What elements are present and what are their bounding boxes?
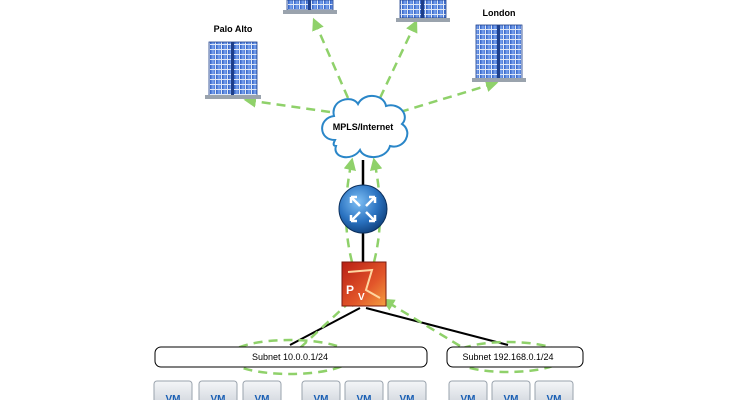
site-palo-alto: Palo Alto (205, 24, 261, 99)
cloud-mpls-internet: MPLS/Internet (321, 95, 409, 159)
vm-icon: VM (491, 380, 531, 400)
flow-to-palo-alto (243, 95, 331, 114)
vm-icon: VM (301, 380, 341, 400)
vm-label: VM (255, 394, 270, 400)
site-label-london: London (483, 8, 516, 18)
vm-label: VM (461, 394, 476, 400)
vm-label: VM (504, 394, 519, 400)
subnet-1-label: Subnet 10.0.0.1/24 (252, 352, 328, 362)
vm-icon: VM (534, 380, 574, 400)
subnet-2: Subnet 192.168.0.1/24 (446, 346, 584, 368)
vm-label: VM (400, 394, 415, 400)
vm-icon: VM (153, 380, 193, 400)
building-icon (283, 0, 337, 14)
link-firewall-subnet-2 (365, 307, 509, 346)
subnet-1: Subnet 10.0.0.1/24 (154, 346, 428, 368)
router-icon (338, 184, 388, 234)
vm-icon: VM (242, 380, 282, 400)
router (338, 184, 388, 234)
link-firewall-subnet-1 (289, 307, 361, 346)
flow-to-london (399, 79, 499, 114)
site-3 (396, 0, 450, 22)
vm-label: VM (547, 394, 562, 400)
vm-icon: VM (448, 380, 488, 400)
cloud-label: MPLS/Internet (333, 122, 394, 132)
vm-icon: VM (387, 380, 427, 400)
building-icon (396, 0, 450, 22)
vm-label: VM (211, 394, 226, 400)
building-icon (472, 24, 526, 82)
subnet-2-label: Subnet 192.168.0.1/24 (462, 352, 553, 362)
vm-label: VM (357, 394, 372, 400)
site-2 (283, 0, 337, 14)
firewall: P V (341, 261, 387, 307)
svg-text:P: P (346, 283, 354, 297)
vm-label: VM (166, 394, 181, 400)
vm-icon: VM (344, 380, 384, 400)
site-label-palo-alto: Palo Alto (214, 24, 253, 34)
vm-row: VM VM VM VM VM VM VM VM VM (153, 380, 574, 400)
physical-links (289, 160, 509, 346)
vm-label: VM (314, 394, 329, 400)
firewall-icon: P V (341, 261, 387, 307)
flow-to-site-2 (312, 17, 350, 99)
flow-to-site-3 (378, 19, 418, 99)
vm-icon: VM (198, 380, 238, 400)
svg-text:V: V (358, 292, 365, 303)
building-icon (205, 41, 261, 99)
site-london: London (472, 8, 526, 82)
cloud-icon (321, 95, 409, 159)
